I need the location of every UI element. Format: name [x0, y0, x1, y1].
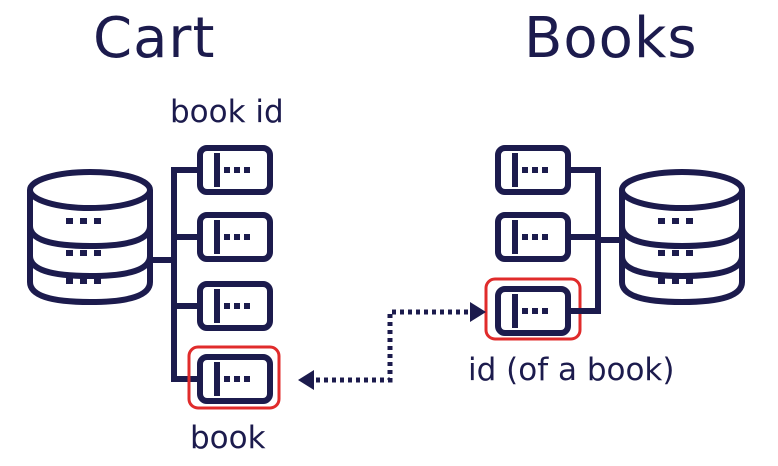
cart-record-2-icon [200, 215, 270, 259]
books-tree-connector [568, 167, 622, 314]
id-of-a-book-label: id (of a book) [468, 352, 675, 388]
cart-tree-connector [150, 167, 200, 382]
books-record-1-icon [498, 148, 568, 192]
arrow-head-left-icon [298, 370, 314, 390]
relation-arrow [298, 302, 486, 390]
book-id-label: book id [170, 94, 284, 130]
book-label: book [190, 420, 266, 456]
books-record-3-icon [498, 289, 568, 333]
cart-book-highlight [187, 345, 281, 410]
books-database-icon [622, 172, 742, 302]
cart-title: Cart [93, 6, 216, 71]
cart-record-4-icon [200, 357, 270, 401]
cart-database-icon [30, 172, 150, 302]
books-record-2-icon [498, 215, 568, 259]
books-title: Books [524, 6, 698, 71]
arrow-head-right-icon [470, 302, 486, 322]
cart-record-1-icon [200, 148, 270, 192]
cart-record-3-icon [200, 284, 270, 328]
